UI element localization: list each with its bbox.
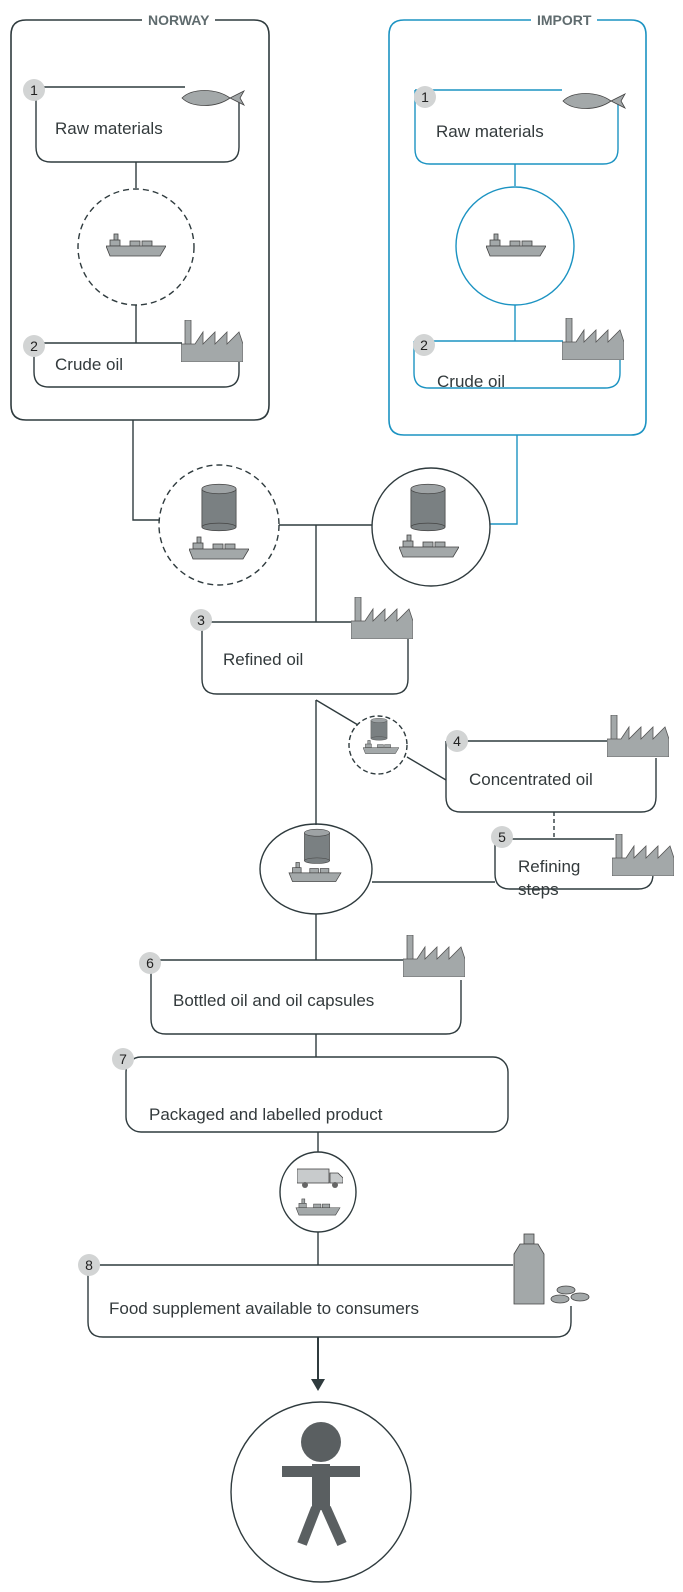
bottle-icon [513, 1233, 545, 1305]
fish-icon [562, 93, 626, 109]
import-region-border [388, 19, 647, 436]
step-4-badge: 4 [446, 730, 468, 752]
ship-icon [106, 233, 166, 257]
factory-icon [351, 597, 413, 639]
bottled-oil-box [150, 960, 462, 1035]
tank-icon [370, 717, 388, 741]
factory-icon [607, 715, 669, 757]
refining-steps-label-line1: Refining [518, 857, 581, 876]
distribution-circle [279, 1151, 357, 1233]
import-crude-oil-label: Crude oil [437, 372, 506, 391]
factory-icon [403, 935, 465, 977]
concentrated-oil-label: Concentrated oil [469, 770, 593, 789]
refined-oil-box [201, 622, 409, 695]
ship-icon [363, 740, 399, 754]
step-5-badge: 5 [491, 826, 513, 848]
step-1-norway-badge: 1 [23, 79, 45, 101]
import-crude-oil-box [413, 341, 621, 389]
ship-icon [295, 1198, 341, 1216]
packaged-product-label: Packaged and labelled product [149, 1105, 383, 1124]
tank-icon [410, 483, 446, 532]
step-7-badge: 7 [112, 1048, 134, 1070]
refining-steps-label-line2: steps [518, 880, 559, 899]
factory-icon [181, 320, 243, 362]
norway-crude-oil-box [33, 343, 240, 388]
norway-raw-materials-box [35, 87, 240, 163]
ship-icon [399, 534, 459, 558]
concentrated-oil-box [445, 741, 657, 813]
import-raw-materials-box [414, 90, 619, 165]
refining-steps-box [494, 839, 654, 890]
step-1-import-badge: 1 [414, 86, 436, 108]
factory-icon [612, 834, 674, 876]
tank-icon [304, 828, 330, 864]
step-8-badge: 8 [78, 1254, 100, 1276]
import-storage-circle [371, 467, 491, 587]
step-2-norway-badge: 2 [23, 335, 45, 357]
consumer-circle [230, 1401, 412, 1583]
ship-icon [486, 233, 546, 257]
capsule-icon [550, 1285, 590, 1304]
ship-icon [189, 536, 249, 560]
tank-icon [201, 483, 237, 532]
truck-icon [297, 1168, 343, 1189]
norway-raw-materials-label: Raw materials [55, 119, 163, 138]
bottled-oil-label: Bottled oil and oil capsules [173, 991, 375, 1010]
fish-icon [181, 90, 245, 106]
step-6-badge: 6 [139, 952, 161, 974]
norway-region-label: NORWAY [142, 12, 216, 28]
person-icon [282, 1422, 360, 1547]
step-3-badge: 3 [190, 609, 212, 631]
norway-crude-oil-label: Crude oil [55, 355, 124, 374]
step-2-import-badge: 2 [413, 334, 435, 356]
factory-icon [562, 318, 624, 360]
concentrate-transport-circle [348, 715, 408, 775]
import-raw-materials-label: Raw materials [436, 122, 544, 141]
refined-oil-label: Refined oil [223, 650, 304, 669]
food-supplement-box [87, 1265, 572, 1338]
import-region-label: IMPORT [531, 12, 598, 28]
packaged-product-box [125, 1056, 509, 1133]
food-supplement-label: Food supplement available to consumers [109, 1299, 419, 1318]
ship-icon [288, 862, 342, 882]
norway-region-border [10, 19, 270, 421]
